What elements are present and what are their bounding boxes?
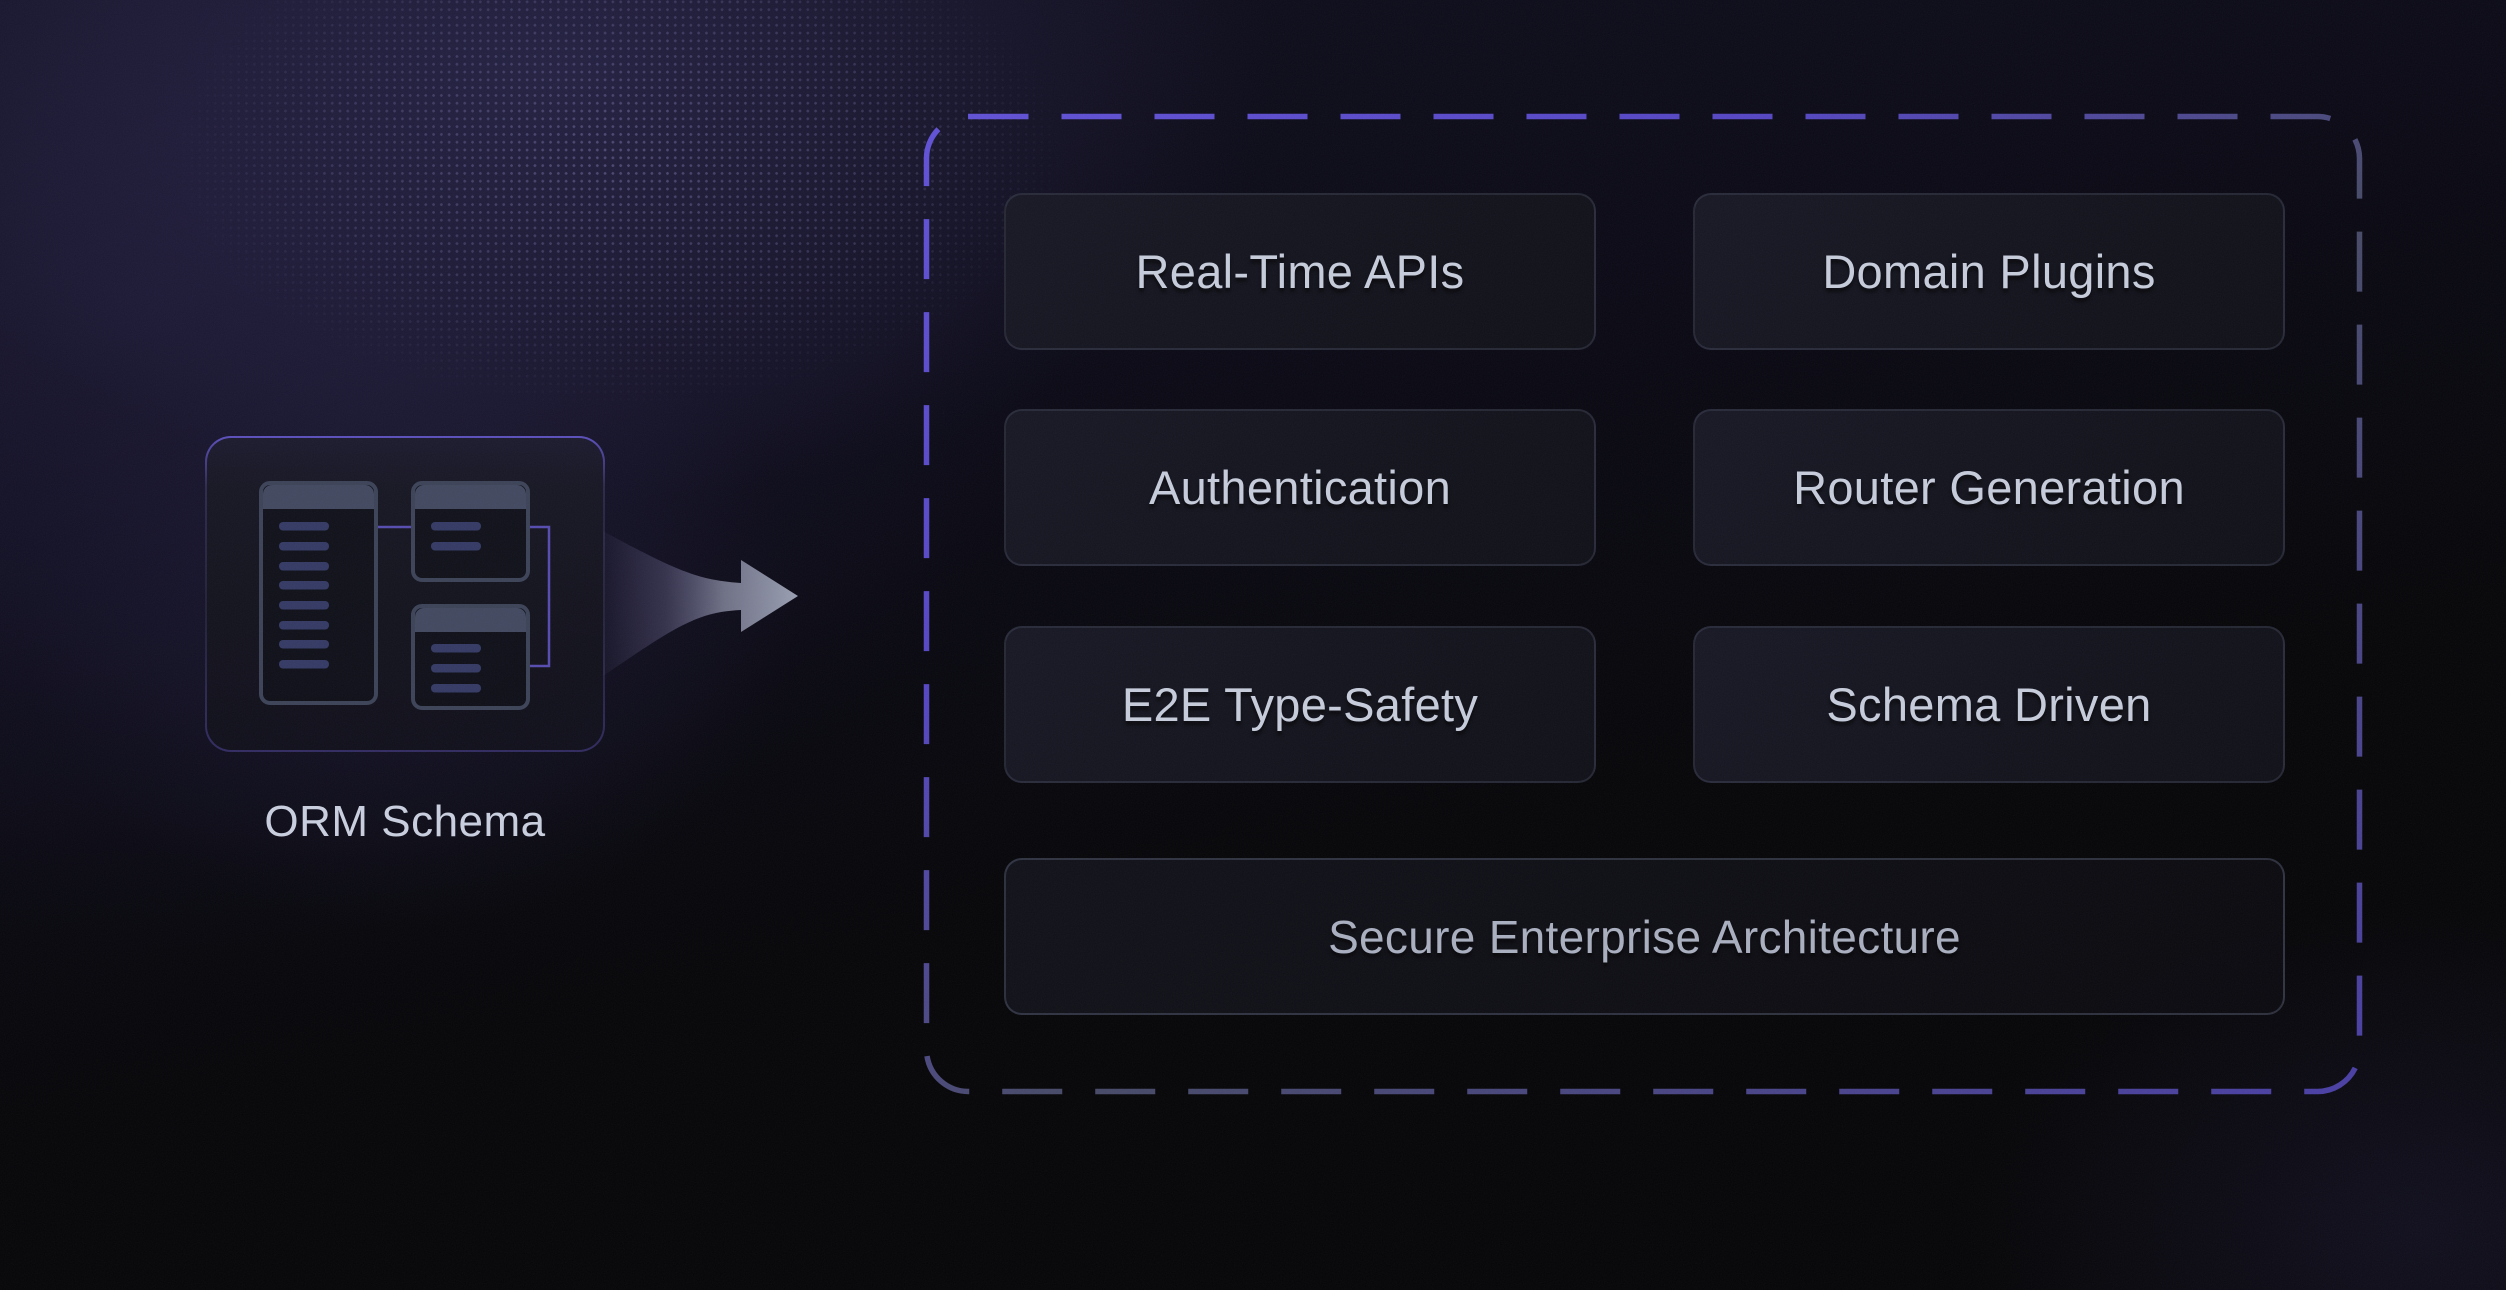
feature-label: E2E Type-Safety — [1121, 678, 1479, 731]
orm-schema-card — [205, 436, 605, 752]
feature-box-e2e-type-safety: E2E Type-Safety — [1004, 626, 1596, 783]
feature-label: Schema Driven — [1826, 678, 2152, 731]
orm-schema-label: ORM Schema — [264, 797, 546, 846]
feature-stack-container: Real-Time APIs Domain Plugins Authentica… — [923, 113, 2363, 1095]
database-schema-icon — [259, 481, 551, 710]
feature-label: Router Generation — [1793, 461, 2185, 514]
foundation-box-secure-enterprise-architecture: Secure Enterprise Architecture — [1004, 858, 2285, 1015]
schema-table-bottom-right — [411, 604, 530, 710]
foundation-label: Secure Enterprise Architecture — [1328, 910, 1961, 963]
flow-arrow-icon — [603, 531, 798, 676]
feature-box-real-time-apis: Real-Time APIs — [1004, 193, 1596, 350]
feature-box-authentication: Authentication — [1004, 409, 1596, 566]
schema-table-left — [259, 481, 378, 705]
feature-label: Authentication — [1148, 461, 1452, 514]
feature-box-router-generation: Router Generation — [1693, 409, 2285, 566]
schema-table-top-right — [411, 481, 530, 582]
feature-label: Domain Plugins — [1822, 245, 2156, 298]
feature-box-schema-driven: Schema Driven — [1693, 626, 2285, 783]
feature-label: Real-Time APIs — [1135, 245, 1465, 298]
feature-box-domain-plugins: Domain Plugins — [1693, 193, 2285, 350]
